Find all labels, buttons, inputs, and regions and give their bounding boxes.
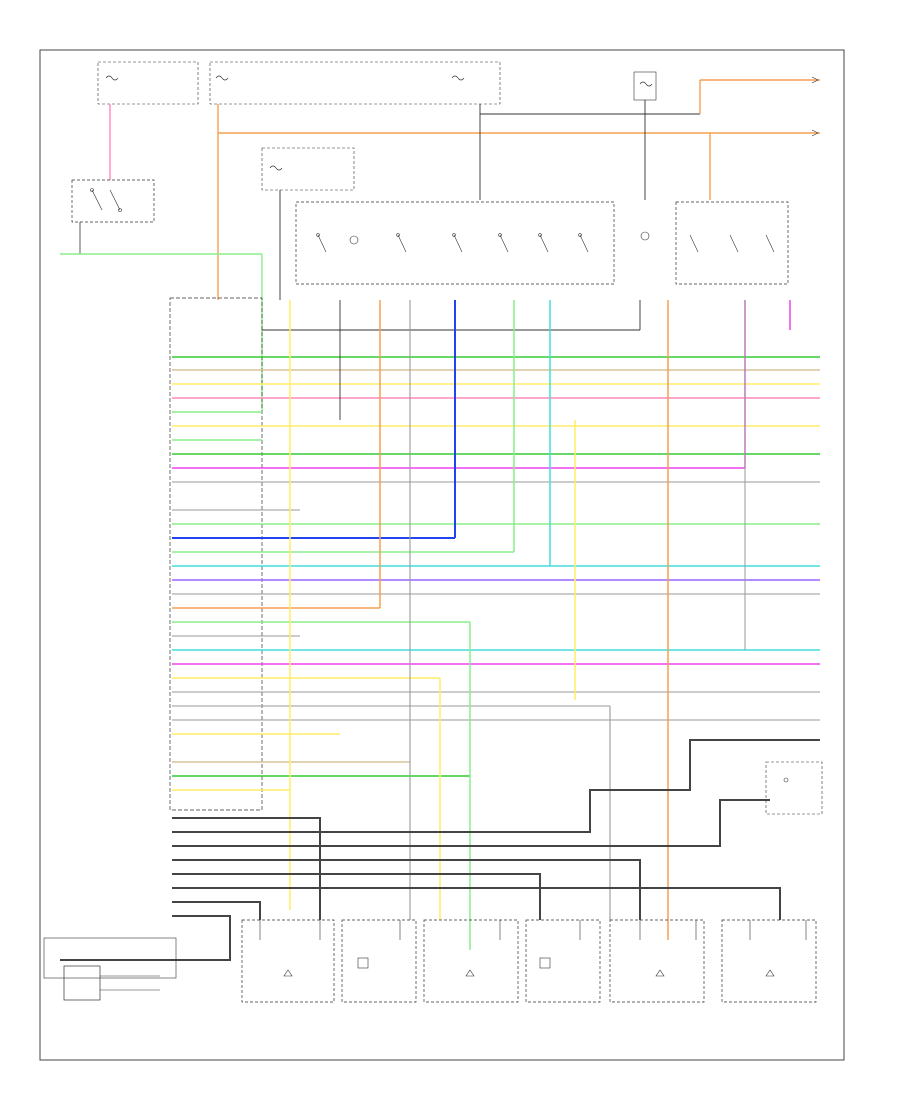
diagram-frame <box>39 49 845 1061</box>
control-module <box>169 297 641 811</box>
connector-markers <box>259 920 807 940</box>
power-distribution <box>97 61 820 300</box>
switch-assembly-left <box>295 201 615 285</box>
module-wires <box>172 356 820 791</box>
bus-wires <box>60 739 820 961</box>
bottom-components <box>241 919 817 1003</box>
vertical-wires <box>289 300 791 950</box>
control-unit-right <box>765 761 823 815</box>
relay-module <box>71 179 155 254</box>
motor-left <box>43 937 177 1001</box>
bottom-component-symbols <box>283 957 775 977</box>
fuse-symbols <box>105 75 653 171</box>
switch-assembly-right <box>640 201 789 285</box>
